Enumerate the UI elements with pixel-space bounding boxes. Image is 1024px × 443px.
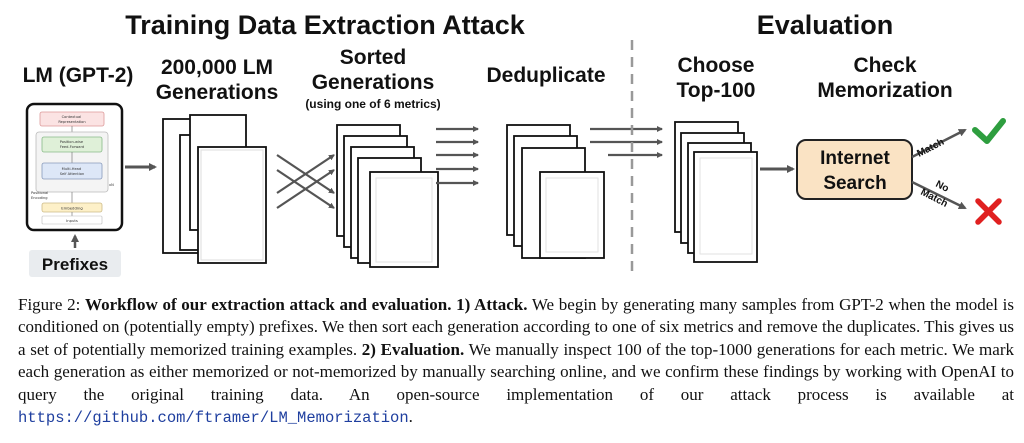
internet-search-label-2: Search — [823, 173, 886, 194]
caption-text-eval: We manually inspect 100 of the top-1000 … — [18, 339, 1014, 404]
checkmark-icon — [972, 118, 1006, 144]
cross-icon — [975, 198, 1002, 225]
lm-title: LM (GPT-2) — [23, 64, 134, 87]
internet-search-box — [796, 139, 913, 200]
caption-end: . — [408, 407, 413, 427]
sorted-subtitle: (using one of 6 metrics) — [305, 97, 440, 111]
generations-title-1: 200,000 LM — [161, 56, 273, 79]
prefixes-label: Prefixes — [42, 255, 108, 274]
lm-architecture-diagram: Contextual Representation Position-wise … — [25, 102, 124, 232]
match-label: Match — [915, 137, 946, 160]
internet-search-label-1: Internet — [820, 148, 890, 169]
generations-stack — [162, 114, 267, 264]
svg-text:Positional Encoding: Positional Encoding — [31, 191, 49, 200]
svg-text:Embedding: Embedding — [61, 206, 83, 211]
choose-title-2: Top-100 — [677, 79, 756, 102]
generations-title-2: Generations — [156, 81, 279, 104]
no-match-label-1: No — [934, 179, 951, 195]
caption-label: Figure 2: — [18, 295, 81, 314]
svg-text:Inputs: Inputs — [66, 218, 78, 223]
deduplicated-stack — [506, 124, 605, 259]
sorted-title-2: Generations — [312, 71, 435, 94]
caption-text-attack: We begin by generating many samples from… — [18, 295, 1015, 359]
caption-eval-label: 2) Evaluation. — [361, 339, 465, 359]
svg-text:Multi-Head Self Attentio: Multi-Head Self Attention — [60, 167, 84, 176]
check-title-1: Check — [853, 54, 916, 77]
choose-title-1: Choose — [677, 54, 754, 77]
sorted-title-1: Sorted — [340, 46, 407, 69]
workflow-figure: Training Data Extraction Attack Evaluati… — [23, 10, 1006, 278]
dedup-title: Deduplicate — [486, 64, 605, 87]
caption-title: Workflow of our extraction attack and ev… — [85, 295, 452, 314]
repo-link[interactable]: https://github.com/ftramer/LM_Memorizati… — [18, 409, 409, 428]
section-eval-heading: Evaluation — [757, 10, 894, 40]
top-100-stack — [674, 121, 758, 263]
caption-attack-label: 1) Attack. — [456, 295, 528, 314]
svg-text:xN: xN — [109, 183, 114, 187]
prefixes-box — [29, 250, 121, 277]
svg-text:Contextual Representatio: Contextual Representation — [58, 115, 85, 124]
figure-caption: Figure 2: Workflow of our extraction att… — [18, 294, 1014, 429]
section-attack-heading: Training Data Extraction Attack — [125, 10, 526, 40]
sorted-generations-stack — [336, 124, 439, 268]
check-title-2: Memorization — [817, 79, 952, 102]
svg-text:Position-wise Feed-Forwa: Position-wise Feed-Forward — [60, 140, 84, 149]
